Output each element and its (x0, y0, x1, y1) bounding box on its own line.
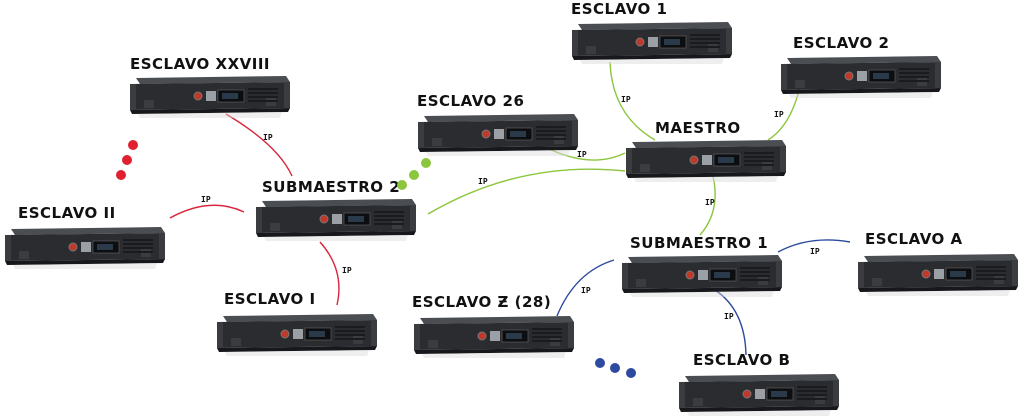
device-submaestro-1 (622, 253, 784, 297)
link-submaestro2-esclavoxxviii (225, 113, 293, 177)
device-esclavo-2 (781, 54, 943, 98)
device-esclavo-i (217, 312, 379, 356)
ellipsis-dot (610, 363, 620, 373)
link-submaestro2-esclavoii (169, 204, 245, 219)
ip-label: IP (705, 198, 715, 207)
ellipsis-dot (626, 368, 636, 378)
label-esclavo-xxviii: ESCLAVO XXVIII (130, 55, 271, 73)
label-esclavo-b: ESCLAVO B (693, 351, 791, 369)
ip-label: IP (774, 110, 784, 119)
ip-label: IP (810, 247, 820, 256)
label-esclavo-1: ESCLAVO 1 (571, 0, 668, 18)
label-maestro: MAESTRO (655, 119, 741, 137)
link-maestro-submaestro1 (699, 171, 716, 236)
ellipsis-dot (128, 140, 138, 150)
label-esclavo-a: ESCLAVO A (865, 230, 963, 248)
ellipsis-dot (122, 155, 132, 165)
label-submaestro-1: SUBMAESTRO 1 (630, 234, 769, 252)
ellipsis-dot (116, 170, 126, 180)
link-submaestro1-esclavoa (777, 239, 851, 253)
device-esclavo-xxviii (130, 74, 292, 118)
ip-label: IP (581, 286, 591, 295)
link-submaestro2-esclavoi (319, 241, 340, 306)
label-esclavo-26: ESCLAVO 26 (417, 92, 525, 110)
ip-label: IP (724, 312, 734, 321)
ip-label: IP (478, 177, 488, 186)
link-maestro-submaestro2 (427, 168, 626, 215)
device-maestro (626, 138, 788, 182)
device-esclavo-a (858, 252, 1020, 296)
device-esclavo-ii (5, 225, 167, 269)
link-maestro-esclavo1 (609, 61, 656, 141)
device-submaestro-2 (256, 197, 418, 241)
ellipsis-dot (595, 358, 605, 368)
device-esclavo-1 (572, 20, 734, 64)
ip-label: IP (263, 133, 273, 142)
ip-label: IP (621, 95, 631, 104)
label-esclavo-ii: ESCLAVO II (18, 204, 116, 222)
ellipsis-dot (409, 170, 419, 180)
label-esclavo-2: ESCLAVO 2 (793, 34, 890, 52)
ip-label: IP (342, 266, 352, 275)
link-maestro-esclavo26 (542, 145, 626, 161)
ip-label: IP (577, 150, 587, 159)
device-esclavo-b (679, 372, 841, 416)
device-esclavo-26 (418, 112, 580, 156)
ellipsis-dot (397, 180, 407, 190)
ellipsis-dot (421, 158, 431, 168)
ip-label: IP (201, 195, 211, 204)
device-esclavo-z (414, 314, 576, 358)
link-submaestro1-esclavoz (556, 259, 615, 317)
link-submaestro1-esclavob (714, 289, 747, 356)
label-esclavo-i: ESCLAVO I (224, 290, 316, 308)
label-esclavo-z: ESCLAVO Ƶ (28) (412, 293, 552, 311)
label-submaestro-2: SUBMAESTRO 2 (262, 178, 401, 196)
